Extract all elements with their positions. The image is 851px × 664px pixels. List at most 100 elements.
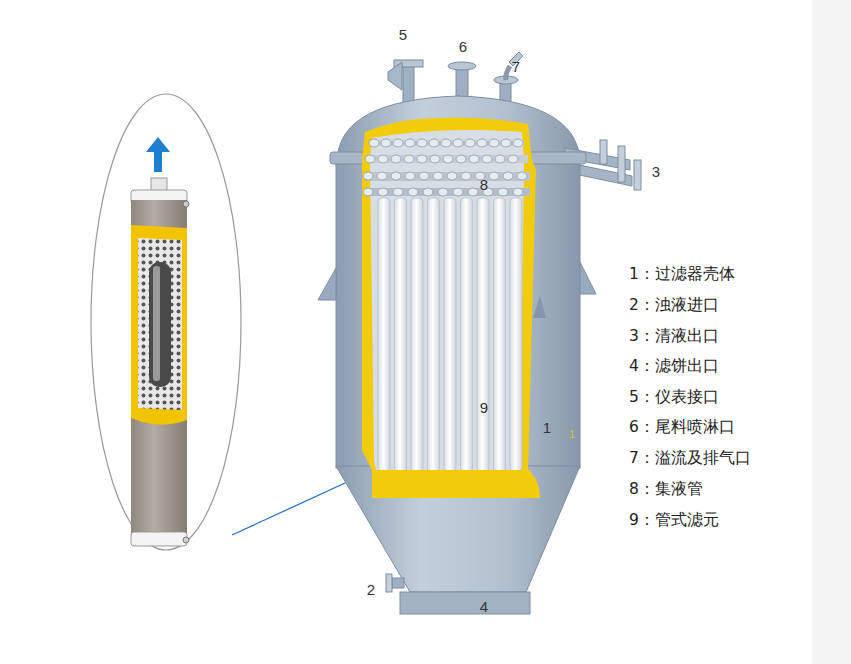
key-entry: 6：尾料喷淋口 [629, 419, 735, 436]
key-entry: 8：集液管 [629, 481, 703, 498]
vessel [392, 578, 404, 588]
side-band [812, 0, 851, 664]
inset-detail [91, 94, 241, 550]
pipe-cap [438, 188, 448, 196]
vessel [456, 68, 468, 98]
collector-pipes [366, 188, 530, 196]
vessel [600, 140, 607, 164]
vessel [400, 592, 530, 614]
pipe-cap [461, 172, 471, 180]
callout-number: 4 [480, 599, 488, 616]
pipe-cap [423, 188, 433, 196]
vessel [386, 574, 392, 592]
vessel [448, 62, 476, 70]
tube-element [378, 198, 390, 472]
pipe-cap [363, 188, 373, 196]
pipe-cap [513, 188, 523, 196]
collector-pipes [372, 140, 524, 146]
pipe-cap [453, 139, 463, 147]
inset-detail [131, 532, 187, 546]
callout-number: 3 [652, 164, 660, 181]
pipe-cap [417, 155, 427, 163]
pipe-cap [378, 155, 388, 163]
pipe-cap [453, 188, 463, 196]
pipe-cap [495, 155, 505, 163]
pipe-cap [429, 139, 439, 147]
pipe-cap [430, 155, 440, 163]
pipe-cap [503, 172, 513, 180]
key-entry: 7：溢流及排气口 [629, 450, 751, 467]
vessel [533, 296, 546, 318]
pipe-cap [508, 155, 518, 163]
pipe-cap [513, 139, 523, 147]
key-entry: 2：浊液进口 [629, 297, 719, 314]
pipe-cap [381, 139, 391, 147]
pipe-cap [465, 139, 475, 147]
pipe-cap [482, 155, 492, 163]
pipe-cap [433, 172, 443, 180]
tube-element [461, 198, 473, 472]
inset-detail [183, 537, 189, 543]
pipe-cap [501, 139, 511, 147]
pipe-cap [391, 155, 401, 163]
callout-number: 1 [543, 420, 551, 437]
inset-detail [131, 200, 187, 540]
pipe-cap [404, 155, 414, 163]
collector-pipes [366, 172, 530, 181]
vessel [388, 62, 402, 90]
pipe-cap [377, 172, 387, 180]
vessel [506, 66, 510, 80]
pipe-cap [498, 188, 508, 196]
callout-number: 1 [569, 429, 575, 440]
vessel [370, 130, 524, 480]
pipe-cap [468, 188, 478, 196]
pipe-cap [391, 172, 401, 180]
tube-element [428, 198, 440, 472]
pipe-cap [456, 155, 466, 163]
pipe-cap [378, 188, 388, 196]
callout-number: 5 [399, 27, 407, 44]
vessel [362, 118, 540, 498]
tube-element [395, 198, 407, 472]
pipe-cap [419, 172, 429, 180]
pipe-cap [489, 139, 499, 147]
tube-element [494, 198, 506, 472]
pipe-cap [417, 139, 427, 147]
pipe-cap [447, 172, 457, 180]
pipe-cap [477, 139, 487, 147]
inset-detail [149, 262, 171, 387]
pipe-cap [393, 188, 403, 196]
key-entry: 5：仪表接口 [629, 389, 719, 406]
inset-detail [183, 201, 189, 207]
vessel [634, 160, 641, 190]
vessel [580, 262, 596, 294]
callout-number: 2 [367, 582, 375, 599]
pipe-cap [489, 172, 499, 180]
callout-number: 8 [480, 177, 488, 194]
vessel [318, 52, 641, 614]
pipe-cap [517, 172, 527, 180]
vessel [618, 146, 625, 182]
vessel [336, 466, 580, 592]
key-entry: 3：清液出口 [629, 328, 719, 345]
vessel [403, 64, 414, 104]
tube-element [477, 198, 489, 472]
pipe-cap [393, 139, 403, 147]
callout-number: 6 [459, 39, 467, 56]
tube-element [444, 198, 456, 472]
inset-detail [153, 266, 160, 381]
tube-element [411, 198, 423, 472]
pipe-cap [365, 155, 375, 163]
pipe-cap [441, 139, 451, 147]
vessel [372, 470, 540, 498]
inset-detail [131, 225, 187, 425]
pipe-cap [408, 188, 418, 196]
inset-detail [138, 238, 182, 410]
tube-element [510, 198, 522, 472]
flow-arrow [146, 137, 170, 172]
key-entry: 1：过滤器壳体 [629, 266, 735, 283]
collector-pipes [363, 139, 530, 196]
vessel [318, 268, 336, 300]
